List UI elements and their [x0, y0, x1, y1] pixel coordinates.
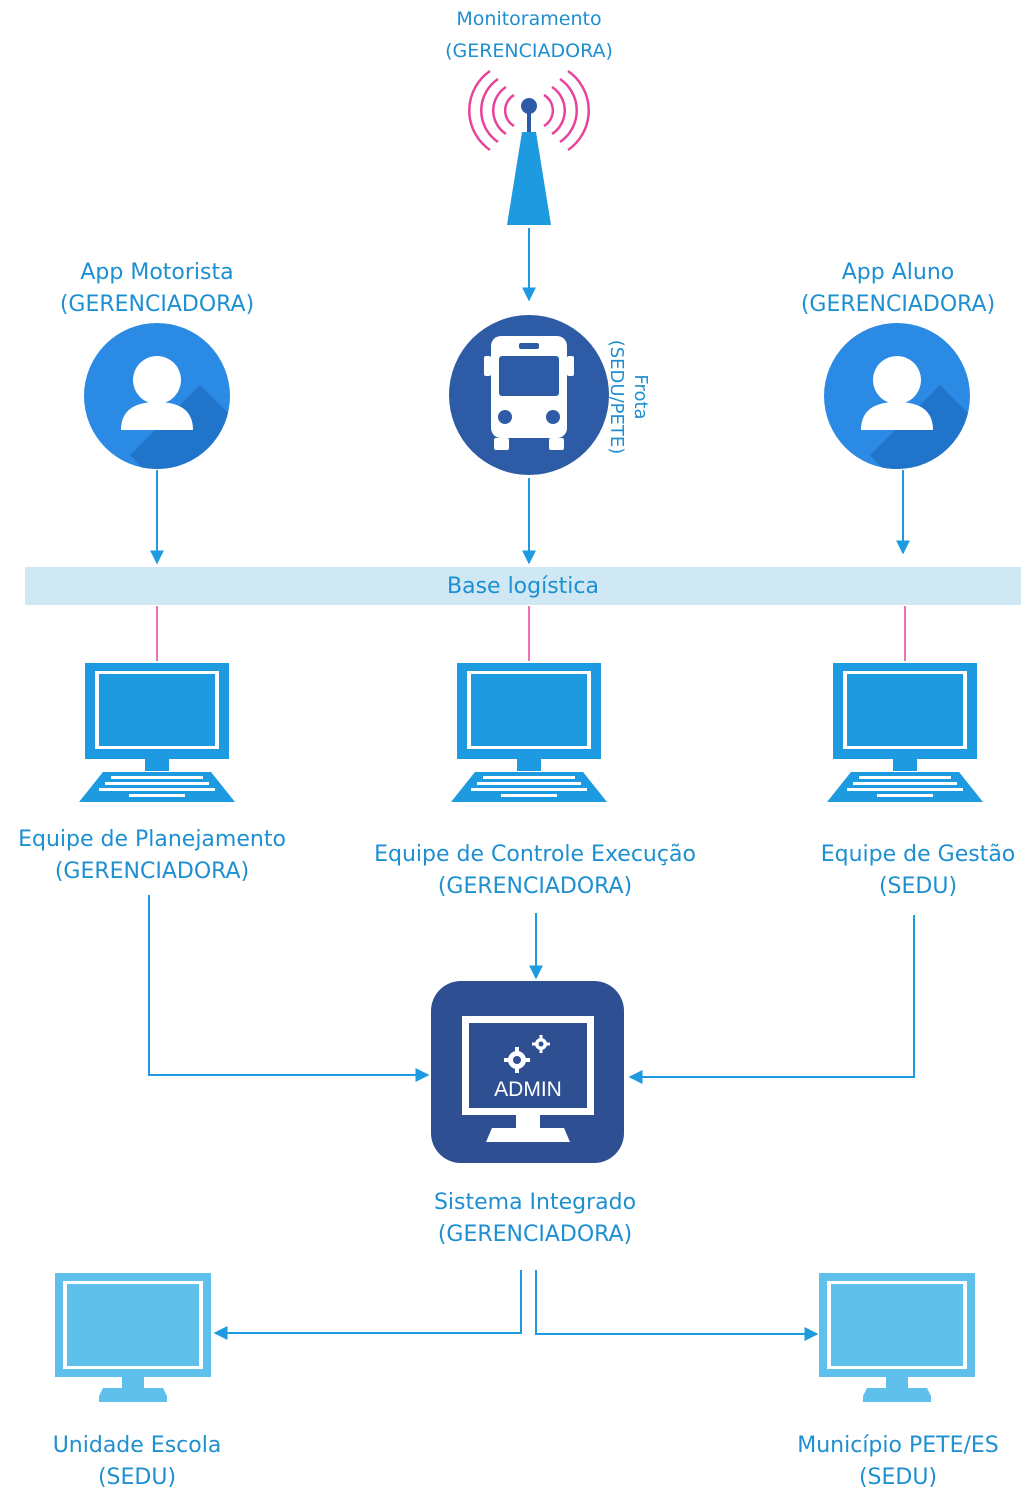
node-name: Unidade Escola [52, 1433, 222, 1458]
user-icon [824, 323, 970, 469]
gear-icon [504, 1035, 550, 1073]
municipio-label: Município PETE/ES (SEDU) [797, 1430, 999, 1494]
node-owner: (SEDU/PETE) [606, 339, 627, 455]
node-name: Equipe de Controle Execução [374, 842, 696, 867]
bus-icon [449, 315, 609, 475]
node-owner: (SEDU) [858, 1465, 938, 1490]
base-logistica-label: Base logística [447, 573, 599, 599]
node-name: Frota [630, 374, 651, 420]
equipe-planejamento-label: Equipe de Planejamento (GERENCIADORA) [18, 824, 286, 888]
node-owner: (GERENCIADORA) [445, 40, 613, 62]
node-owner: (GERENCIADORA) [59, 292, 255, 317]
monitoramento-label: Monitoramento (GERENCIADORA) [445, 3, 613, 67]
equipe-controle-label: Equipe de Controle Execução (GERENCIADOR… [374, 839, 696, 903]
node-owner: (SEDU) [97, 1465, 177, 1490]
node-name: Sistema Integrado [433, 1190, 637, 1215]
computer-icon [451, 663, 607, 802]
edge-gestao-sistema [628, 915, 915, 1084]
node-owner: (GERENCIADORA) [54, 859, 250, 884]
edge-sistema-escola [213, 1270, 522, 1340]
antenna-icon [468, 69, 590, 225]
edge-sistema-municipio [535, 1270, 819, 1341]
node-name: Município PETE/ES [797, 1433, 999, 1458]
node-owner: (GERENCIADORA) [800, 292, 996, 317]
node-name: App Motorista [80, 260, 234, 285]
computer-icon [79, 663, 235, 802]
node-name: Monitoramento [456, 8, 602, 30]
unidade-escola-label: Unidade Escola (SEDU) [53, 1430, 222, 1494]
edge-planejamento-sistema [148, 895, 430, 1082]
base-logistica-bar: Base logística [25, 567, 1021, 605]
node-name: Equipe de Planejamento [18, 827, 286, 852]
sistema-integrado-label: Sistema Integrado (GERENCIADORA) [434, 1187, 636, 1251]
node-owner: (GERENCIADORA) [437, 1222, 633, 1247]
admin-badge-text: ADMIN [494, 1078, 562, 1101]
node-name: Equipe de Gestão [820, 842, 1016, 867]
admin-monitor-icon: ADMIN [431, 981, 624, 1163]
user-icon [84, 323, 230, 469]
app-aluno-label: App Aluno (GERENCIADORA) [801, 257, 995, 321]
equipe-gestao-label: Equipe de Gestão (SEDU) [821, 839, 1016, 903]
node-owner: (GERENCIADORA) [437, 874, 633, 899]
node-name: App Aluno [841, 260, 955, 285]
node-owner: (SEDU) [878, 874, 958, 899]
computer-icon [827, 663, 983, 802]
frota-label: Frota (SEDU/PETE) [604, 340, 652, 455]
computer-icon [55, 1273, 211, 1402]
app-motorista-label: App Motorista (GERENCIADORA) [60, 257, 254, 321]
computer-icon [819, 1273, 975, 1402]
